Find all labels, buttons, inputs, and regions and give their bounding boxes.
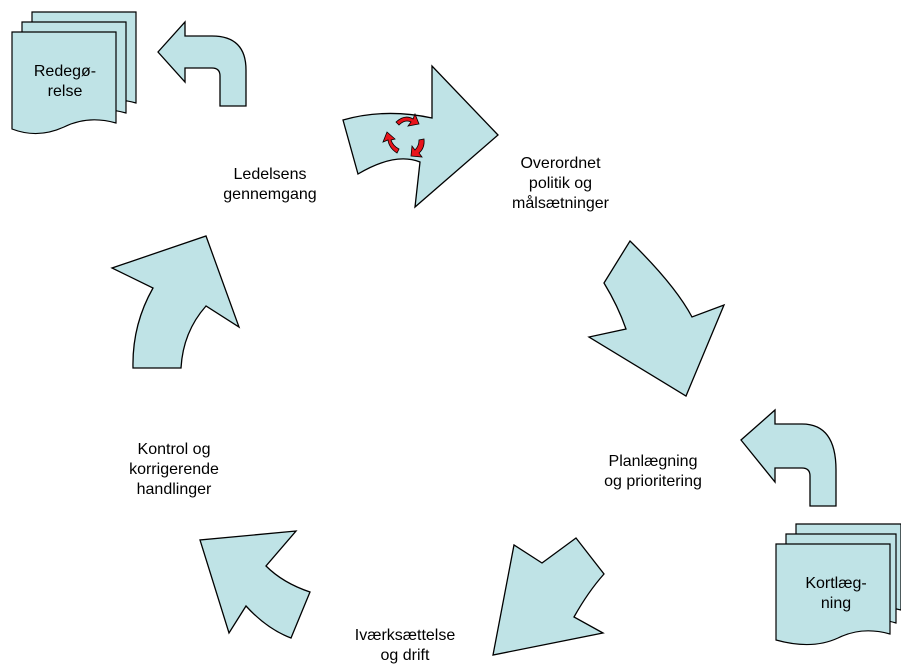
stage-label-planning: Planlægning og prioritering: [604, 453, 702, 490]
arrow-from-mapping-document: [740, 408, 837, 507]
arrow-planning-to-implementation: [492, 537, 605, 656]
arrow-control-to-review: [110, 235, 241, 369]
arrow-to-report-document: [157, 20, 247, 107]
stage-label-implementation: Iværksættelse og drift: [354, 627, 456, 664]
arrow-implementation-to-control: [199, 530, 311, 639]
stage-label-review: Ledelsens gennemgang: [223, 166, 317, 203]
stage-label-policy: Overordnet politik og målsætninger: [512, 155, 609, 212]
report-document-label: Redegø- relse: [33, 63, 97, 100]
mapping-document-label: Kortlæg- ning: [805, 575, 867, 612]
stage-label-control: Kontrol og korrigerende handlinger: [129, 441, 219, 498]
circular-arrows-icon: [382, 112, 425, 158]
report-document-icon: [11, 11, 137, 135]
arrow-review-to-policy: [342, 64, 499, 209]
mapping-document-icon: [775, 523, 901, 646]
arrow-policy-to-planning: [587, 239, 726, 397]
